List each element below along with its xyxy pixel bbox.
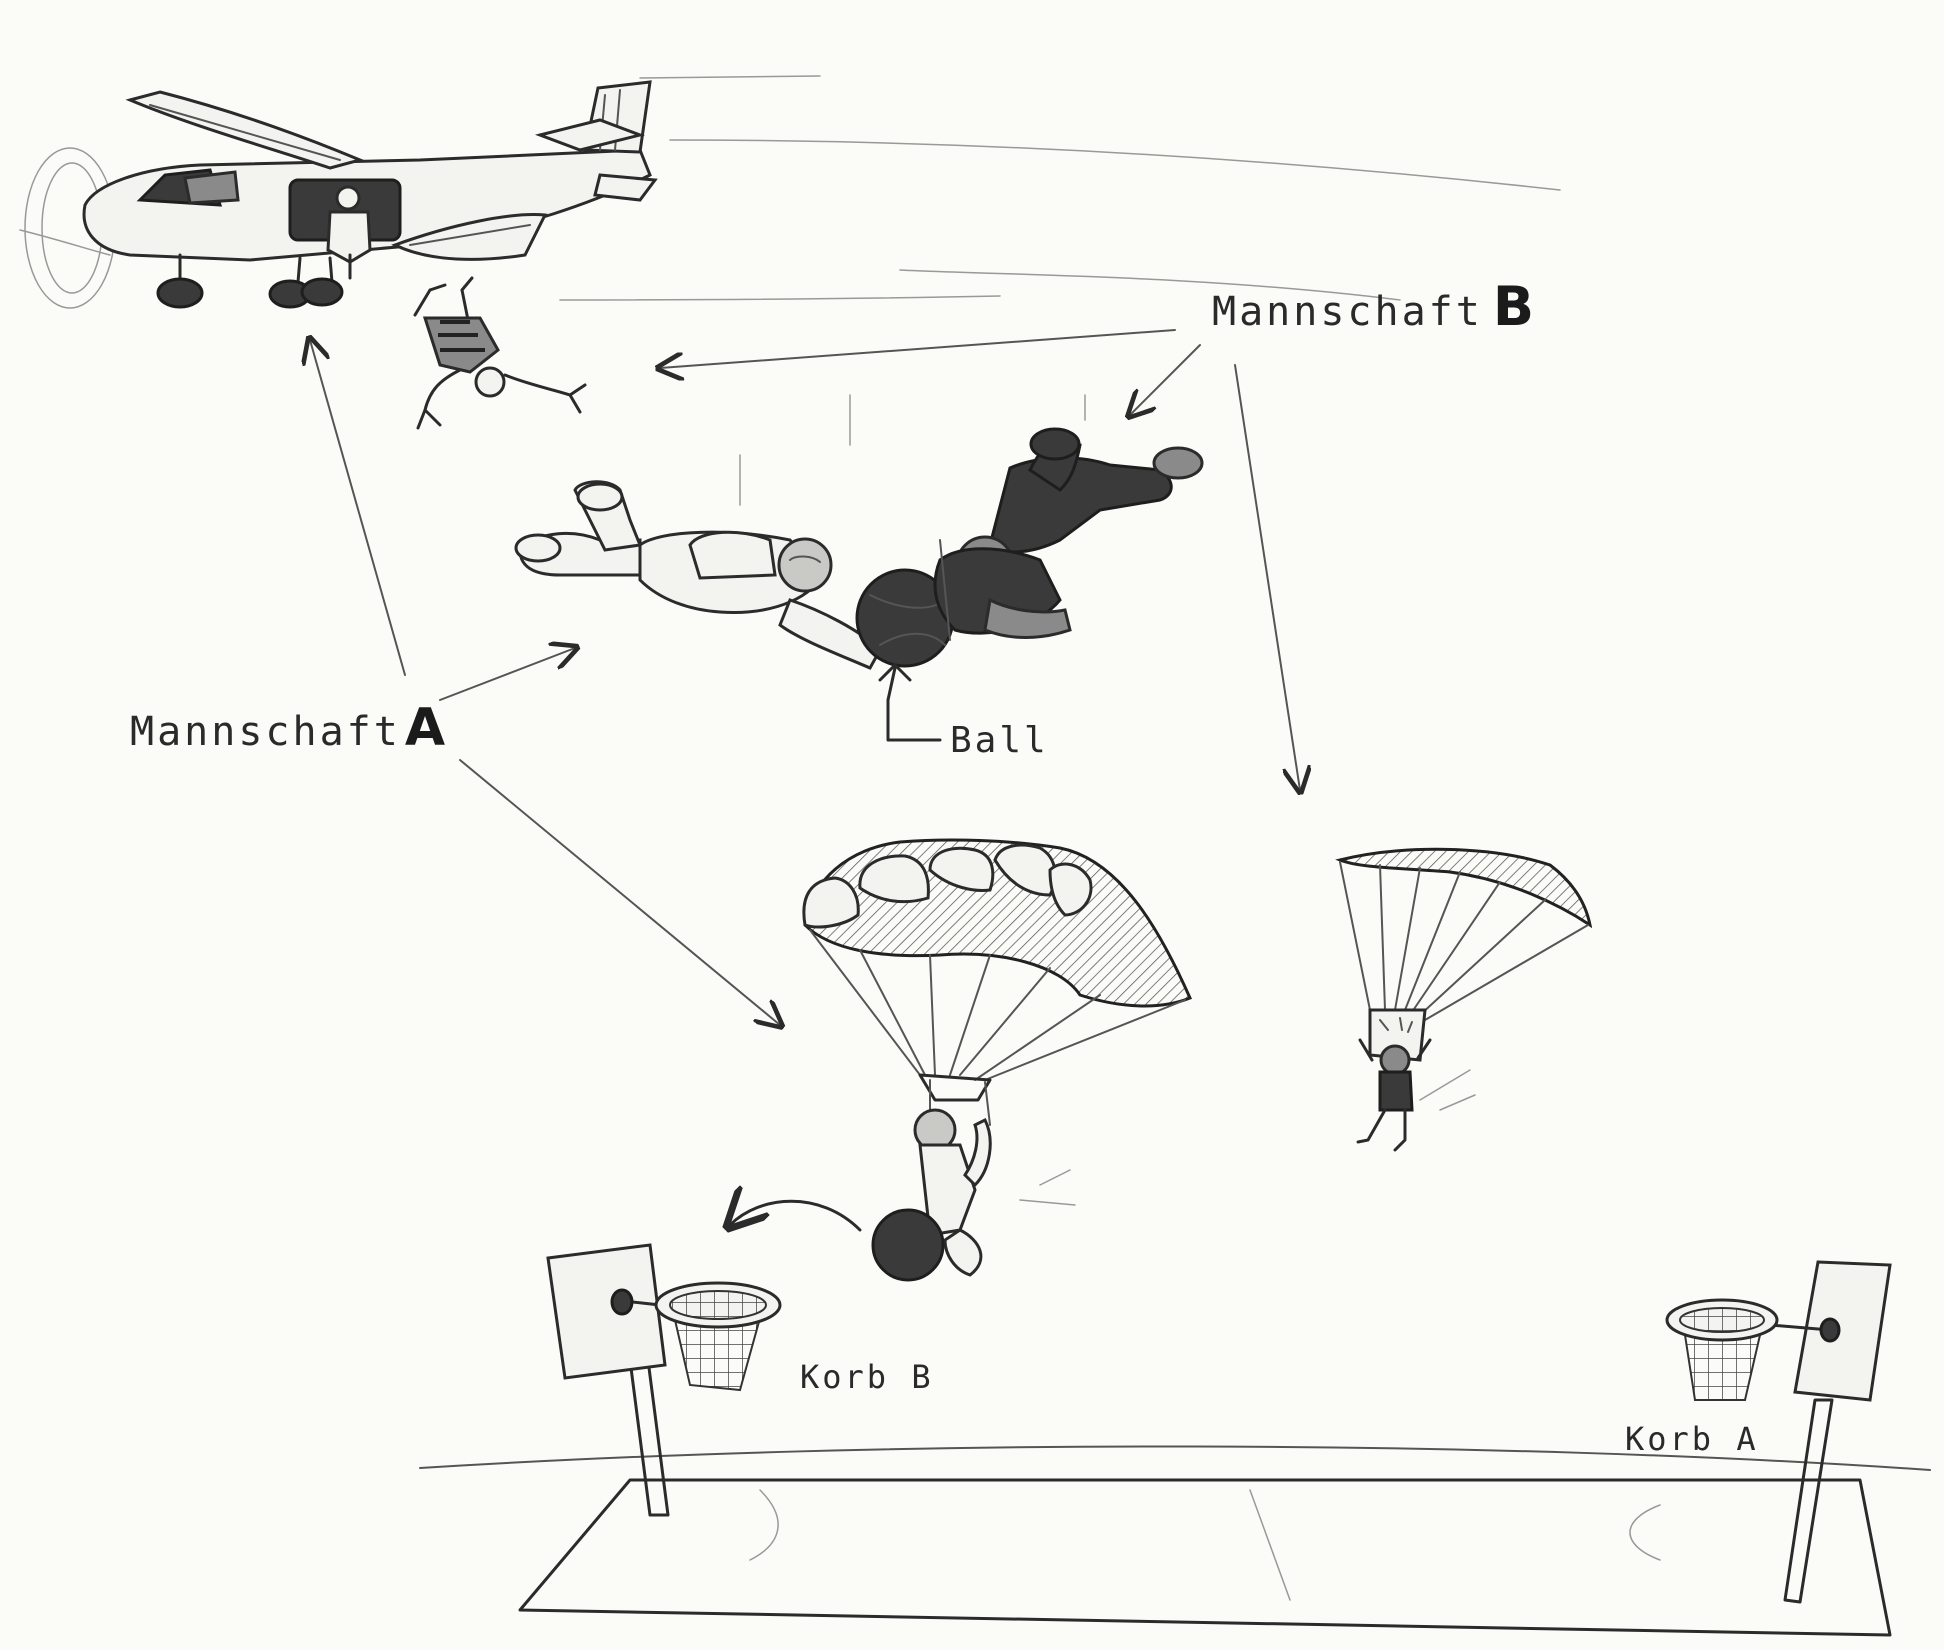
skydiver-icon [413, 276, 587, 430]
ball-label: Ball [950, 720, 1049, 761]
parachute-icon [1335, 847, 1593, 1152]
freefall-players [514, 394, 1204, 670]
parachute-icon [730, 838, 1192, 1282]
ball-pointer [878, 663, 942, 742]
airplane-icon [24, 80, 658, 309]
basket-a-label: Korb A [1625, 1420, 1759, 1458]
basketball-hoop-icon [546, 1243, 782, 1517]
team-a-label: MannschaftA [130, 698, 448, 758]
team-a-arrows [310, 340, 780, 1025]
court [419, 1445, 1931, 1637]
wind-lines [19, 75, 1561, 301]
basket-b-label: Korb B [800, 1358, 934, 1396]
ball-icon [871, 1208, 945, 1282]
team-b-arrows [660, 329, 1300, 790]
basketball-hoop-icon [1665, 1260, 1892, 1604]
